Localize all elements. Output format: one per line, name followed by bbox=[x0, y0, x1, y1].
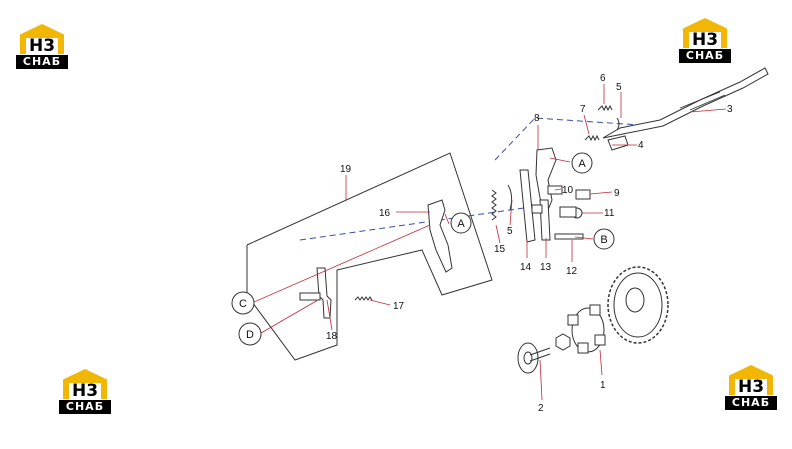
ref-B: B bbox=[593, 228, 615, 250]
logo-text: СНАБ bbox=[679, 49, 731, 63]
part-6-spring bbox=[597, 104, 613, 112]
logo-mark: H3 bbox=[69, 383, 101, 400]
svg-text:D: D bbox=[246, 329, 254, 341]
part-4-lever bbox=[607, 135, 629, 151]
logo-bottom-left: H3 СНАБ bbox=[57, 369, 113, 425]
part-8-lever bbox=[535, 147, 557, 217]
logo-mark: H3 bbox=[26, 38, 58, 55]
part-5-clip-top bbox=[616, 117, 620, 131]
ref-A-top: A bbox=[571, 152, 593, 174]
label-part-11: 11 bbox=[604, 208, 615, 219]
ref-A-middle: A bbox=[450, 212, 472, 234]
label-part-15: 15 bbox=[494, 244, 506, 255]
label-part-17: 17 bbox=[393, 301, 405, 312]
part-3-rod-slot bbox=[679, 91, 726, 111]
part-14-arm bbox=[519, 169, 536, 243]
label-part-1: 1 bbox=[600, 380, 606, 391]
ref-D: D bbox=[238, 322, 262, 346]
bracket-19-outline bbox=[246, 152, 493, 361]
part-1-hub bbox=[567, 304, 606, 354]
label-part-10: 10 bbox=[562, 185, 574, 196]
part-5-clip bbox=[507, 184, 513, 211]
label-part-9: 9 bbox=[614, 188, 620, 199]
label-part-19: 19 bbox=[340, 164, 352, 175]
leader-lines bbox=[253, 84, 727, 401]
part-3-rod bbox=[602, 67, 769, 139]
logo-bottom-right: H3 СНАБ bbox=[723, 365, 779, 421]
logo-mark: H3 bbox=[689, 32, 721, 49]
label-part-5-top: 5 bbox=[616, 82, 622, 93]
part-7-spring bbox=[584, 134, 600, 142]
label-part-2: 2 bbox=[538, 403, 544, 414]
label-part-4: 4 bbox=[638, 140, 644, 151]
part-16-lever bbox=[427, 199, 453, 273]
svg-text:A: A bbox=[578, 158, 586, 170]
label-part-14: 14 bbox=[520, 262, 532, 273]
part-11-body bbox=[559, 206, 577, 218]
alignment-dashed-line bbox=[299, 204, 546, 241]
logo-top-left: H3 СНАБ bbox=[14, 24, 70, 80]
label-part-18: 18 bbox=[326, 331, 338, 342]
svg-text:B: B bbox=[600, 234, 607, 246]
part-9-pin bbox=[575, 189, 591, 200]
part-12-pin bbox=[554, 233, 584, 240]
label-part-13: 13 bbox=[540, 262, 552, 273]
part-17-spring bbox=[354, 296, 373, 301]
label-part-8: 8 bbox=[534, 113, 540, 124]
logo-text: СНАБ bbox=[725, 396, 777, 410]
svg-text:A: A bbox=[457, 218, 465, 230]
label-part-3: 3 bbox=[727, 104, 733, 115]
label-part-7: 7 bbox=[580, 104, 586, 115]
logo-top-right: H3 СНАБ bbox=[677, 18, 733, 74]
logo-text: СНАБ bbox=[59, 400, 111, 414]
part-bolt-left bbox=[299, 292, 321, 301]
logo-mark: H3 bbox=[735, 379, 767, 396]
part-15-spring bbox=[491, 189, 497, 221]
label-part-16: 16 bbox=[379, 208, 391, 219]
part-1-gear bbox=[607, 266, 669, 344]
label-part-12: 12 bbox=[566, 266, 578, 277]
label-part-6: 6 bbox=[600, 73, 606, 84]
part-bolt bbox=[531, 204, 543, 214]
part-2-disc bbox=[517, 342, 551, 374]
logo-text: СНАБ bbox=[16, 55, 68, 69]
ref-C: C bbox=[231, 291, 255, 315]
part-nut bbox=[555, 333, 571, 351]
label-part-5-lower: 5 bbox=[507, 226, 513, 237]
svg-text:C: C bbox=[239, 298, 247, 310]
